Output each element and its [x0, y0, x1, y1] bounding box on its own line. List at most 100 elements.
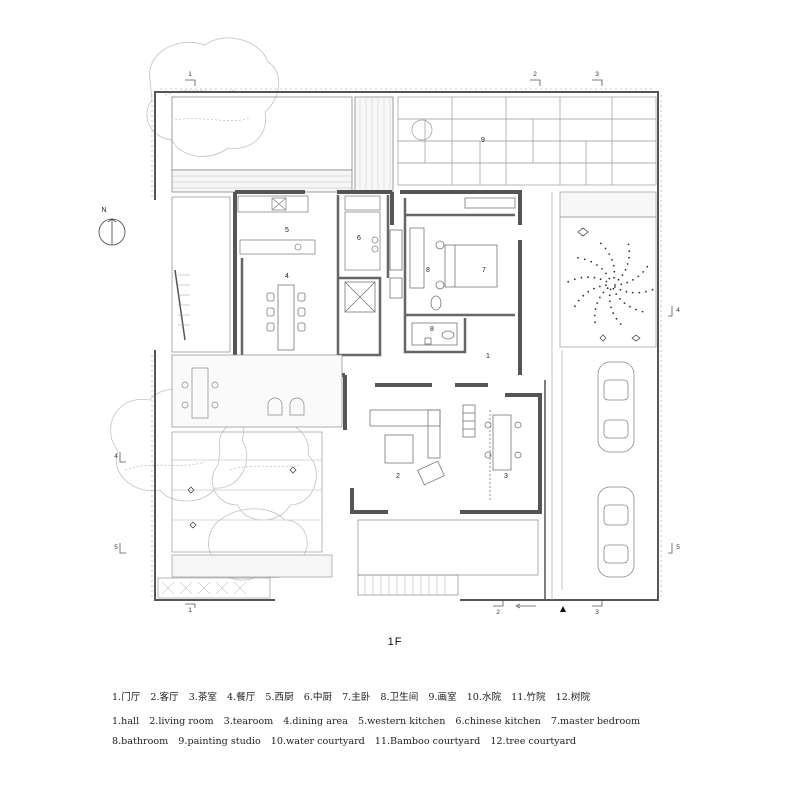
site-boundary [154, 91, 659, 601]
legend-cn-item: 9.画室 [428, 692, 457, 703]
pebble-dot [594, 321, 596, 324]
pebble-dot [587, 290, 590, 293]
pebble-dot [583, 258, 586, 261]
legend-cn-item: 8.卫生间 [380, 692, 419, 703]
pebble-dot [593, 287, 595, 290]
room-number-western-kitchen: 5 [285, 227, 289, 234]
pebble-dot [599, 242, 602, 245]
kitchen-fixtures [237, 195, 381, 271]
room-number-living: 2 [396, 473, 400, 480]
pebble-dot [587, 276, 589, 279]
pebble-dot [646, 265, 649, 268]
bathrooms [411, 295, 458, 346]
pebble-dot [626, 281, 629, 284]
tree-canopies [110, 37, 317, 581]
tree-courtyard-north [171, 96, 394, 193]
room-number-master-bedroom: 7 [482, 267, 486, 274]
room-number-bathroom-a: 8 [426, 267, 430, 274]
pebble-dot [610, 306, 612, 309]
pebble-dot [642, 271, 644, 273]
pebble-dot [582, 294, 585, 297]
section-3-bottom: 3 [595, 609, 599, 616]
pebble-dot [606, 287, 609, 290]
section-5-right: 5 [676, 544, 680, 551]
legend-en-item: 10.water courtyard [270, 736, 365, 747]
pebble-dot [577, 256, 579, 259]
pebble-dot [628, 256, 630, 259]
pebble-dot [631, 291, 634, 294]
pebble-dot [613, 276, 615, 279]
pebble-dot [608, 294, 611, 297]
water-courtyard [559, 191, 657, 348]
pebble-dot [619, 323, 622, 325]
room-number-hall: 1 [486, 353, 490, 360]
pebble-dot [580, 276, 583, 279]
pebble-dot [612, 264, 615, 267]
section-3-top: 3 [595, 71, 599, 78]
pebble-dot [624, 268, 627, 271]
section-4-right: 4 [676, 307, 680, 314]
pebble-dot [605, 280, 608, 283]
pebble-dot [615, 293, 618, 295]
west-deck [171, 196, 343, 428]
south-entry [357, 192, 566, 612]
legend-en-item: 8.bathroom [112, 736, 169, 747]
section-1-top: 1 [188, 71, 192, 78]
pebble-dot [599, 278, 602, 281]
legend-en-item: 4.dining area [283, 716, 348, 727]
legend-en-item: 1.hall [112, 716, 140, 727]
legend-en-item: 7.master bedroom [550, 716, 641, 727]
legend-en-item: 11.Bamboo courtyard [374, 736, 481, 747]
legend-en-item: 5.western kitchen [357, 716, 446, 727]
legend-en-item: 2.living room [149, 716, 214, 727]
pebble-dot [632, 279, 634, 281]
living-room-furniture [369, 404, 476, 486]
legend-cn-item: 11.竹院 [511, 692, 546, 703]
legend-en-item: 12.tree courtyard [490, 736, 577, 747]
pebble-dot [602, 291, 605, 294]
pebble-dot [567, 280, 570, 283]
tearoom-furniture [484, 410, 522, 500]
legend-en-item: 9.painting studio [178, 736, 261, 747]
pebble-dot [577, 299, 580, 302]
room-labels: 1 2 3 4 5 6 7 8 8 9 [285, 137, 508, 480]
pebble-dot [645, 290, 647, 293]
pebble-dot [641, 310, 644, 313]
pebble-dot [612, 312, 615, 315]
floor-title: 1F [387, 636, 403, 648]
pebble-dot [596, 302, 599, 304]
pebble-dot [599, 296, 601, 299]
pebble-dot [613, 270, 616, 273]
pebble-dot [605, 272, 607, 275]
legend-cn-item: 10.水院 [466, 692, 502, 703]
painting-studio [397, 96, 657, 186]
section-5-left: 5 [114, 544, 118, 551]
pebble-dot [614, 284, 616, 286]
pebble-dot [623, 302, 626, 304]
dining-table [266, 284, 306, 351]
pebble-dot [619, 298, 621, 300]
north-arrow: N [98, 207, 126, 246]
floor-plan: N 1 2 3 4 5 6 7 8 8 9 1 1 2 2 3 3 4 4 5 … [98, 37, 680, 616]
north-label: N [101, 207, 106, 214]
pebble-dot [590, 260, 593, 263]
water-dots [567, 242, 654, 325]
legend-cn-item: 12.树院 [555, 692, 591, 703]
room-number-tearoom: 3 [504, 473, 508, 480]
room-number-bathroom-b: 8 [430, 326, 434, 333]
room-number-painting-studio: 9 [481, 137, 485, 144]
pebble-dot [574, 305, 576, 308]
pebble-dot [620, 283, 623, 286]
pebble-dot [615, 317, 618, 320]
pebble-dot [628, 250, 631, 253]
pebble-dot [617, 278, 620, 281]
pebble-dot [612, 287, 615, 290]
section-2-bottom: 2 [496, 609, 500, 616]
interior-walls [240, 195, 515, 375]
pebble-dot [604, 247, 607, 250]
pebble-dot [609, 288, 612, 291]
pebble-dot [573, 278, 576, 281]
stair-core [344, 229, 403, 313]
master-bedroom [409, 197, 516, 290]
